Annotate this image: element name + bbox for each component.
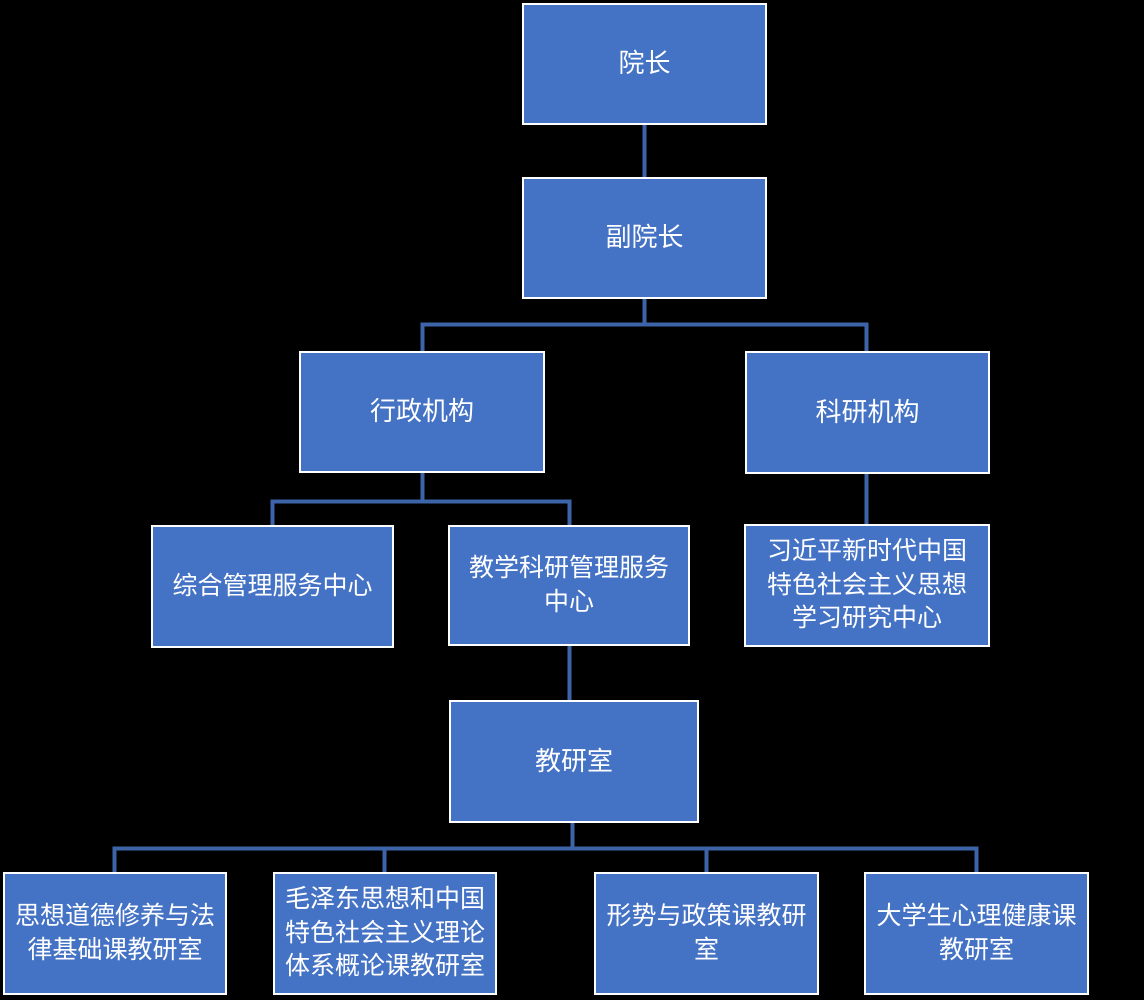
org-node-moral-law-office[interactable]: 思想道德修养与法 律基础课教研室 (3, 872, 227, 995)
org-node-label: 教研室 (534, 745, 613, 776)
org-node-teaching-office[interactable]: 教研室 (449, 700, 699, 823)
org-node-label: 综合管理服务中心 (172, 571, 373, 600)
org-node-general-service-center[interactable]: 综合管理服务中心 (151, 525, 394, 648)
org-node-label: 教学科研管理服务 中心 (468, 553, 669, 616)
org-node-xi-thought-center[interactable]: 习近平新时代中国 特色社会主义思想 学习研究中心 (744, 524, 990, 647)
connector-admin-branch (270, 499, 572, 525)
org-node-mao-theory-office[interactable]: 毛泽东思想和中国 特色社会主义理论 体系概论课教研室 (273, 872, 497, 995)
org-node-dean[interactable]: 院长 (522, 3, 767, 125)
org-node-label: 大学生心理健康课 教研室 (876, 901, 1077, 964)
org-node-admin-org[interactable]: 行政机构 (299, 351, 545, 473)
org-node-label: 行政机构 (369, 396, 474, 427)
org-node-label: 副院长 (605, 222, 684, 253)
org-node-label: 形势与政策课教研 室 (606, 901, 807, 964)
connector-teachingoffice-branch (112, 846, 979, 872)
org-node-label: 习近平新时代中国 特色社会主义思想 学习研究中心 (766, 536, 967, 633)
org-node-label: 毛泽东思想和中国 特色社会主义理论 体系概论课教研室 (284, 884, 485, 981)
org-node-situation-policy-office[interactable]: 形势与政策课教研 室 (594, 872, 819, 995)
org-node-label: 思想道德修养与法 律基础课教研室 (14, 901, 215, 964)
org-node-label: 院长 (618, 48, 671, 79)
org-node-label: 科研机构 (815, 396, 920, 427)
connector-vicedean-branch (420, 322, 869, 351)
org-node-teaching-research-service-center[interactable]: 教学科研管理服务 中心 (448, 525, 690, 646)
org-node-mental-health-office[interactable]: 大学生心理健康课 教研室 (864, 872, 1089, 995)
org-node-research-org[interactable]: 科研机构 (745, 351, 990, 474)
org-node-vice-dean[interactable]: 副院长 (522, 177, 767, 299)
